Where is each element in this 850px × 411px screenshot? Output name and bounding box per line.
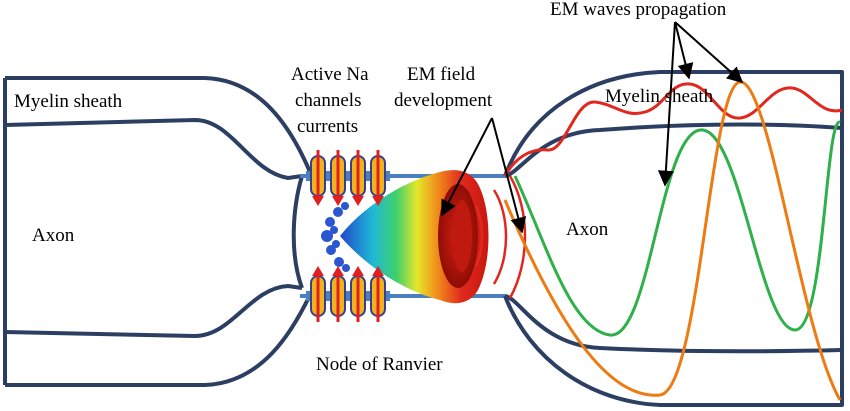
wave-red [503, 82, 843, 177]
field-wavefronts [474, 175, 527, 299]
right-axon-outline [503, 70, 844, 407]
na-channel [370, 266, 386, 322]
na-channel [310, 150, 326, 206]
label-em-field-1: EM field [407, 64, 476, 85]
na-channel [330, 150, 346, 206]
label-myelin-left: Myelin sheath [14, 91, 123, 112]
em-field-cone [321, 170, 489, 304]
node-membrane-segment [306, 291, 390, 301]
na-channels-bottom [306, 266, 390, 322]
na-channel [370, 150, 386, 206]
label-node-of-ranvier: Node of Ranvier [316, 354, 443, 375]
wave-green [513, 120, 842, 337]
na-channels-top [306, 150, 390, 206]
label-myelin-right: Myelin sheath [605, 86, 714, 107]
na-channel [310, 266, 326, 322]
left-axon-outline [3, 76, 316, 387]
wave-orange [503, 80, 842, 401]
label-em-waves: EM waves propagation [550, 0, 727, 20]
node-membrane-segment [306, 171, 390, 181]
na-channel [330, 266, 346, 322]
label-active-na-1: Active Na [291, 64, 369, 85]
label-active-na-3: currents [297, 116, 358, 137]
pointer-arrows [441, 21, 744, 234]
label-em-field-2: development [394, 90, 493, 111]
label-active-na-2: channels [295, 90, 361, 111]
na-channel [350, 266, 366, 322]
na-channel [350, 150, 366, 206]
label-axon-left: Axon [32, 225, 75, 246]
label-axon-right: Axon [566, 219, 609, 240]
